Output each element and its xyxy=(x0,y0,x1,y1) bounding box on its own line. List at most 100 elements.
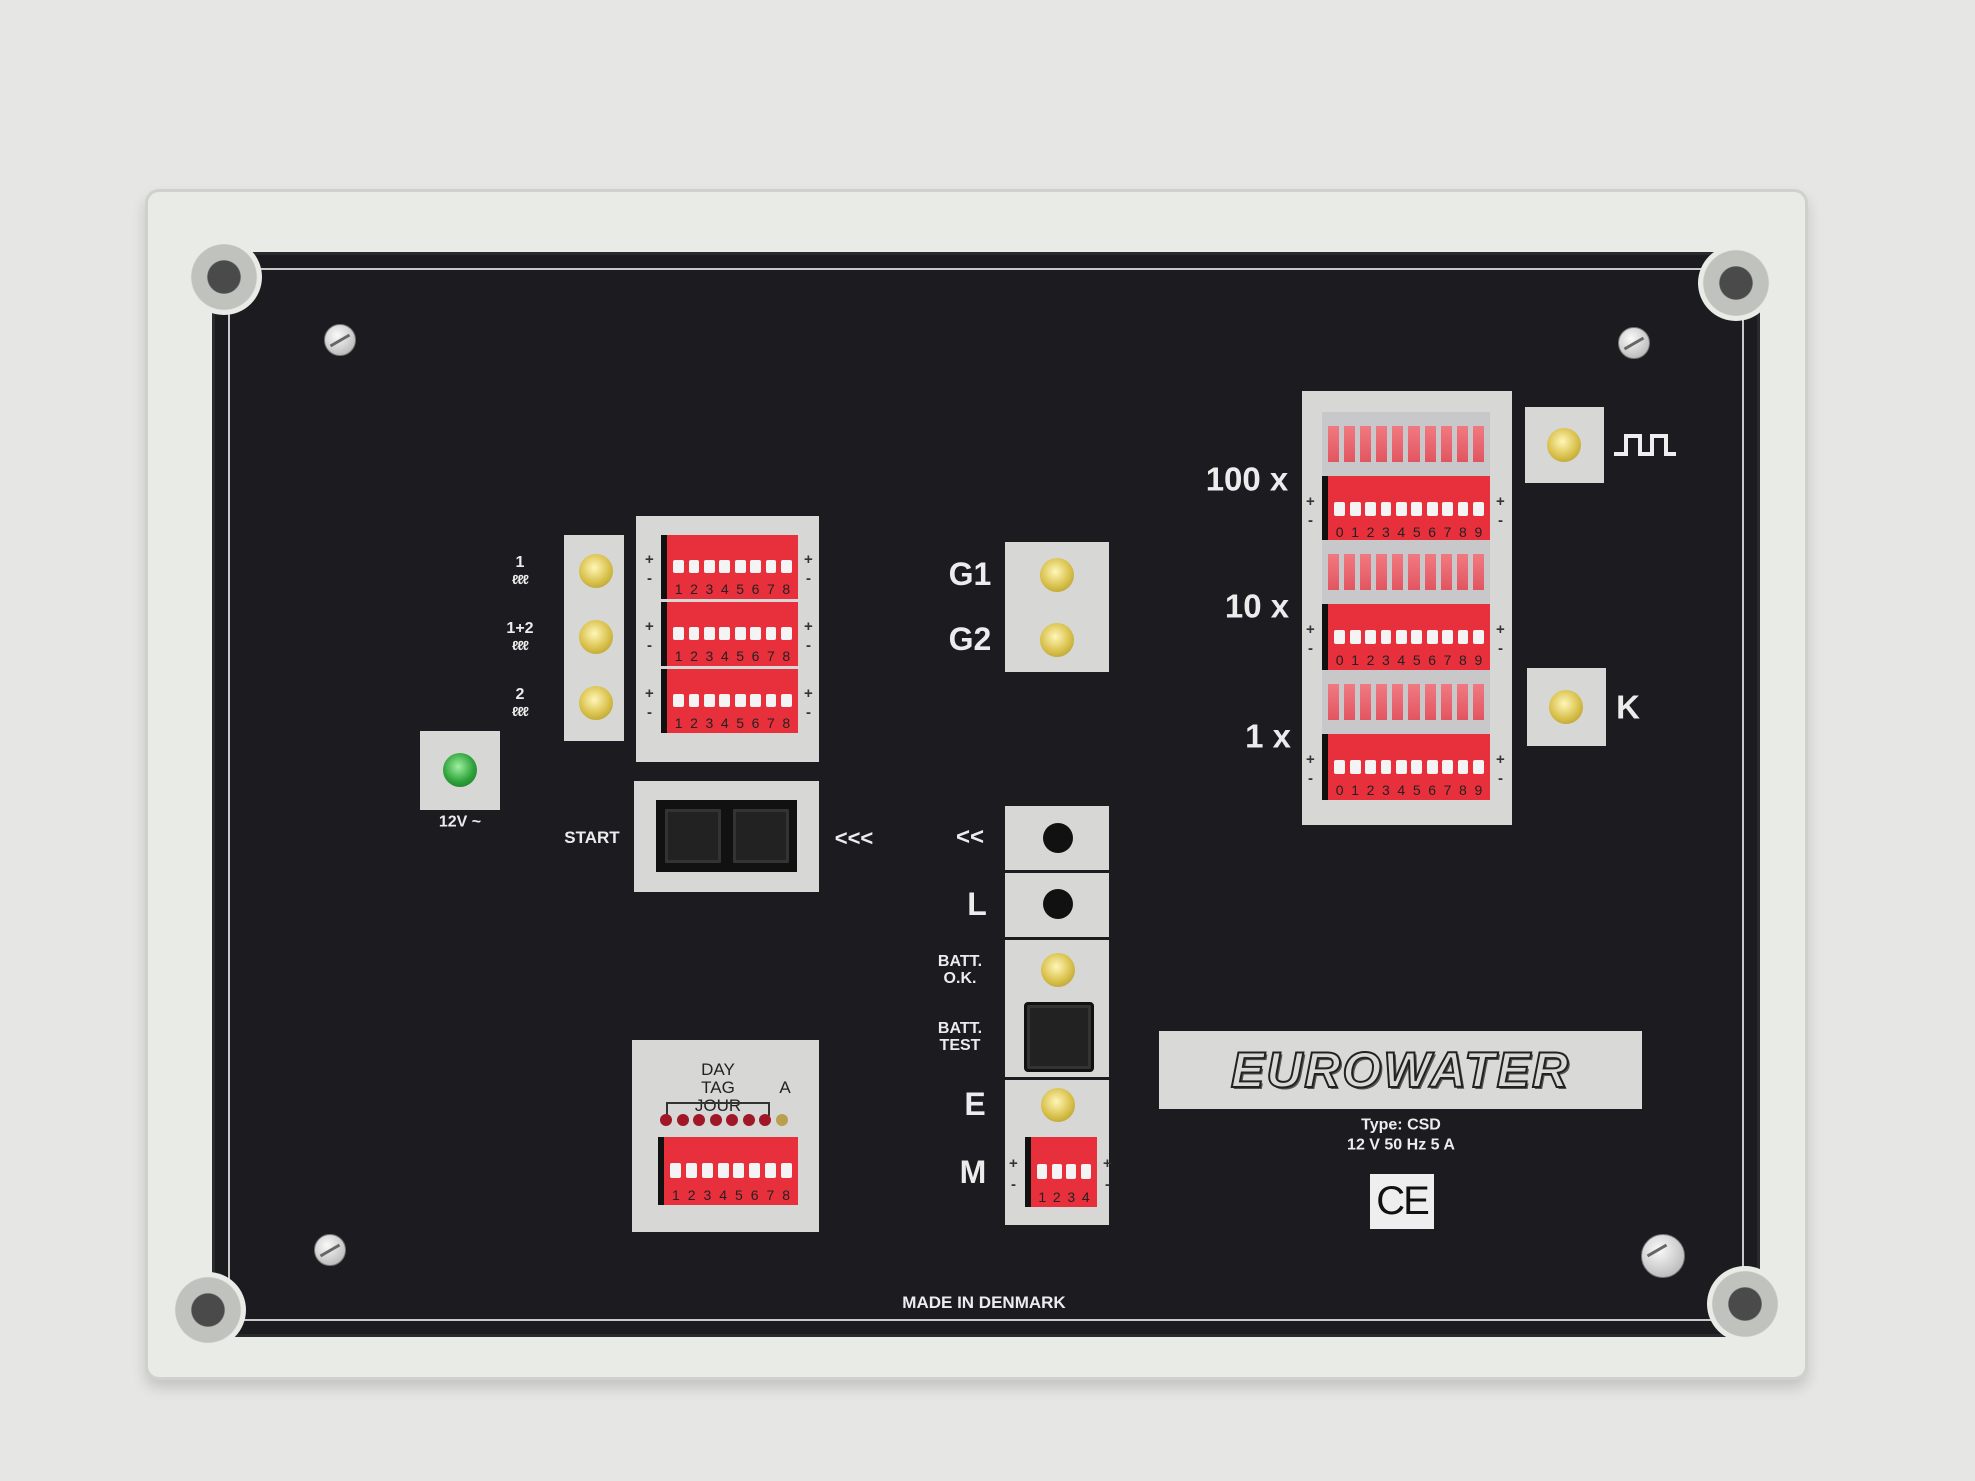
dip-switch[interactable]: 4 xyxy=(1394,476,1409,540)
coil-number: 1+2 xyxy=(506,620,534,638)
dip-switch[interactable]: 5 xyxy=(733,602,748,664)
dip-switch[interactable]: 6 xyxy=(748,535,763,597)
dip-switch[interactable]: 7 xyxy=(763,602,778,664)
dip-switch[interactable]: 8 xyxy=(778,1137,794,1203)
dip-switch[interactable]: 8 xyxy=(1455,734,1470,798)
dip-switch[interactable]: 6 xyxy=(1424,734,1439,798)
plus-mark: + xyxy=(645,618,654,635)
dip-switch[interactable]: 0 xyxy=(1332,476,1347,540)
dip-switch[interactable]: 2 xyxy=(686,535,701,597)
day-indicator-dot xyxy=(726,1114,738,1126)
dip-switch[interactable]: 1 xyxy=(668,1137,684,1203)
dip-switch[interactable]: 0 xyxy=(1332,604,1347,668)
dip-switch[interactable]: 8 xyxy=(779,669,794,731)
bar-segment xyxy=(1472,684,1484,720)
g1-led xyxy=(1040,558,1074,592)
dip-switch[interactable]: 3 xyxy=(1378,734,1393,798)
dip-switch[interactable]: 5 xyxy=(1409,476,1424,540)
bar-segment xyxy=(1360,426,1372,462)
bar-segment xyxy=(1408,684,1420,720)
dip-switch[interactable]: 6 xyxy=(1424,476,1439,540)
scale-1-label: 1 x xyxy=(1245,717,1291,755)
dip-switch[interactable]: 3 xyxy=(700,1137,716,1203)
day-indicator-dot xyxy=(693,1114,705,1126)
coil-number: 2 xyxy=(515,686,525,704)
plus-mark: + xyxy=(1306,492,1315,510)
bar-segment xyxy=(1424,554,1436,590)
dip-switch[interactable]: 3 xyxy=(702,602,717,664)
dip-switch[interactable]: 1 xyxy=(1347,476,1362,540)
dip-switch[interactable]: 0 xyxy=(1332,734,1347,798)
start-button-right[interactable] xyxy=(730,806,792,866)
bar-segment xyxy=(1408,554,1420,590)
plus-mark: + xyxy=(1496,492,1505,510)
coil-1-2-led xyxy=(579,620,613,654)
dip-switch[interactable]: 7 xyxy=(763,669,778,731)
dip-switch[interactable]: 3 xyxy=(702,535,717,597)
start-button-left[interactable] xyxy=(662,806,724,866)
rating-label: 12 V 50 Hz 5 A xyxy=(1347,1136,1455,1154)
dip-switch[interactable]: 1 xyxy=(1035,1137,1050,1205)
dip-switch[interactable]: 1 xyxy=(1347,604,1362,668)
dip-switch[interactable]: 1 xyxy=(671,669,686,731)
dip-switch[interactable]: 2 xyxy=(684,1137,700,1203)
dip-switch[interactable]: 2 xyxy=(1363,476,1378,540)
minus-mark: - xyxy=(1105,1175,1110,1193)
dip-switch[interactable]: 9 xyxy=(1471,734,1486,798)
dip-switch[interactable]: 2 xyxy=(1363,604,1378,668)
dip-switch[interactable]: 4 xyxy=(1394,734,1409,798)
dip-switch[interactable]: 7 xyxy=(1440,604,1455,668)
dip-switch[interactable]: 1 xyxy=(671,535,686,597)
plus-mark: + xyxy=(645,685,654,702)
dip-switch[interactable]: 7 xyxy=(763,1137,779,1203)
dip-switch[interactable]: 3 xyxy=(702,669,717,731)
dip-switch[interactable]: 6 xyxy=(748,602,763,664)
dip-switch[interactable]: 2 xyxy=(1363,734,1378,798)
dip-switch[interactable]: 3 xyxy=(1064,1137,1079,1205)
back-button[interactable] xyxy=(1043,823,1073,853)
minus-mark: - xyxy=(806,704,811,722)
dip-switch[interactable]: 2 xyxy=(686,602,701,664)
coil-number: 1 xyxy=(515,554,525,572)
batt-test-button[interactable] xyxy=(1024,1002,1094,1072)
dip-switch[interactable]: 4 xyxy=(1079,1137,1094,1205)
bar-segment xyxy=(1360,684,1372,720)
dip-switch[interactable]: 4 xyxy=(717,602,732,664)
e-led xyxy=(1041,1088,1075,1122)
dip-switch[interactable]: 7 xyxy=(763,535,778,597)
dip-switch[interactable]: 4 xyxy=(717,535,732,597)
dip-switch[interactable]: 5 xyxy=(733,535,748,597)
dip-switch[interactable]: 6 xyxy=(748,669,763,731)
dip-switch[interactable]: 6 xyxy=(747,1137,763,1203)
dip-switch[interactable]: 8 xyxy=(1455,476,1470,540)
dip-switch[interactable]: 8 xyxy=(779,535,794,597)
dip-switch[interactable]: 1 xyxy=(1347,734,1362,798)
dip-switch[interactable]: 3 xyxy=(1378,604,1393,668)
day-indicator-dot xyxy=(742,1114,755,1126)
dip-switch[interactable]: 5 xyxy=(731,1137,747,1203)
dip-switch[interactable]: 5 xyxy=(1409,604,1424,668)
dip-switch[interactable]: 5 xyxy=(1409,734,1424,798)
dip-switch[interactable]: 4 xyxy=(717,669,732,731)
dip-switch[interactable]: 7 xyxy=(1440,734,1455,798)
dip-switch[interactable]: 9 xyxy=(1471,476,1486,540)
dip-switch[interactable]: 5 xyxy=(733,669,748,731)
dip-switch[interactable]: 8 xyxy=(779,602,794,664)
dip-switch[interactable]: 3 xyxy=(1378,476,1393,540)
minus-mark: - xyxy=(1011,1175,1016,1193)
dip-switch[interactable]: 8 xyxy=(1455,604,1470,668)
bar-segment xyxy=(1328,554,1340,590)
dip-switch[interactable]: 4 xyxy=(1394,604,1409,668)
dip-switch[interactable]: 6 xyxy=(1424,604,1439,668)
dip-switch[interactable]: 9 xyxy=(1471,604,1486,668)
dip-switch[interactable]: 2 xyxy=(1050,1137,1065,1205)
dip-switch[interactable]: 4 xyxy=(715,1137,731,1203)
l-button[interactable] xyxy=(1043,889,1073,919)
dip-switch[interactable]: 2 xyxy=(686,669,701,731)
dip-switch[interactable]: 1 xyxy=(671,602,686,664)
bar-segment xyxy=(1392,554,1404,590)
dip-switch[interactable]: 7 xyxy=(1440,476,1455,540)
